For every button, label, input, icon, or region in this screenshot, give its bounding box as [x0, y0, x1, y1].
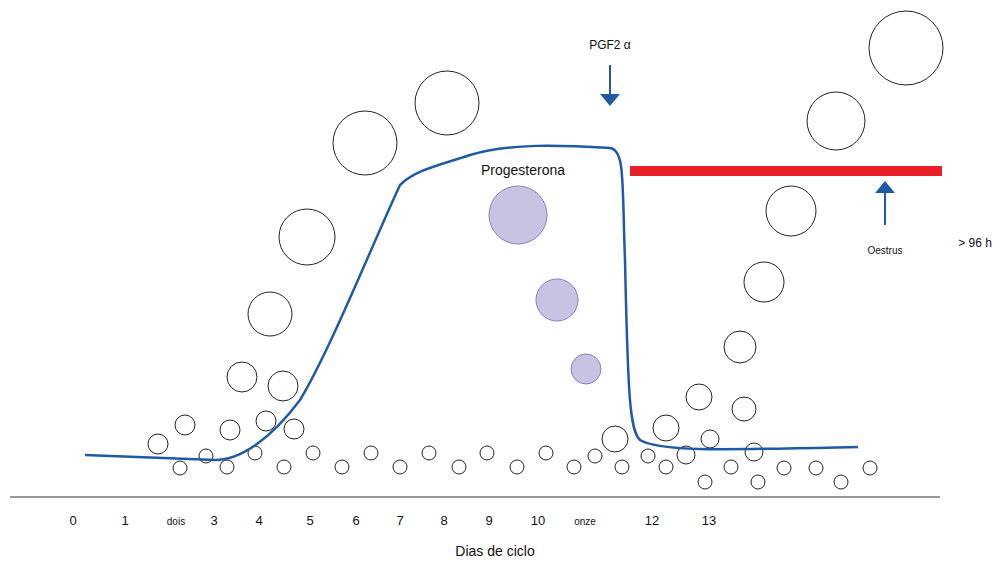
tick-label: 4 — [255, 514, 262, 528]
corpus-luteum-circles — [489, 186, 601, 384]
arrow-label: PGF2 α — [589, 39, 631, 52]
tick-label: 13 — [702, 514, 716, 528]
tick-label: 9 — [485, 514, 492, 528]
tick-label: 12 — [645, 514, 659, 528]
oestrus-bar — [630, 166, 942, 176]
tick-label: 7 — [396, 514, 403, 528]
tick-label: dois — [167, 516, 185, 527]
follicle-circles — [148, 11, 943, 489]
tick-label: 8 — [440, 514, 447, 528]
tick-label: 10 — [531, 514, 545, 528]
tick-label: 3 — [210, 514, 217, 528]
tick-label: 5 — [306, 514, 313, 528]
tick-label: 0 — [69, 514, 76, 528]
x-axis — [10, 497, 940, 498]
progesterone-curve — [85, 146, 858, 460]
tick-label: 1 — [121, 514, 128, 528]
arrow-label: Oestrus — [867, 245, 902, 256]
tick-label: 6 — [352, 514, 359, 528]
duration-label: > 96 h — [958, 237, 992, 250]
arrows — [600, 65, 895, 225]
curve-label: Progesterona — [481, 163, 565, 178]
tick-label: onze — [574, 516, 596, 527]
axis-title: Dias de ciclo — [455, 544, 534, 559]
